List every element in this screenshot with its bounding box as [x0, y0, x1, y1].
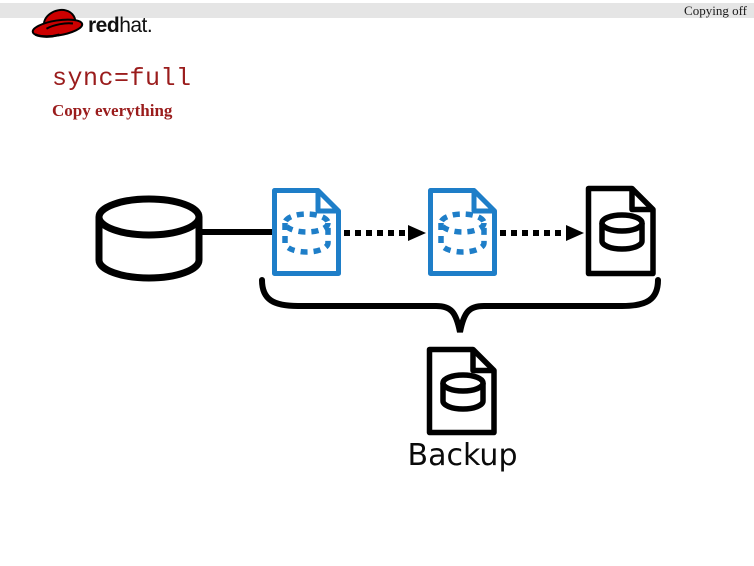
file-dashed-database-icon-1	[272, 188, 341, 276]
connector-line	[198, 229, 274, 235]
redhat-fedora-icon	[28, 5, 86, 39]
wordmark-red: red	[88, 14, 120, 37]
title-block: sync=full Copy everything	[52, 64, 192, 121]
dotted-arrow-1	[344, 225, 426, 241]
redhat-wordmark: redhat.	[88, 14, 153, 39]
backup-label: Backup	[407, 438, 518, 473]
slide-header-bar: Copying off	[0, 3, 754, 18]
backup-file-icon	[426, 346, 497, 436]
section-title: Copying off	[684, 3, 747, 18]
file-dashed-database-icon-2	[428, 188, 497, 276]
file-solid-database-icon	[585, 185, 656, 277]
wordmark-hat: hat.	[119, 14, 153, 37]
curly-brace	[259, 277, 661, 333]
slide-subtitle: Copy everything	[52, 101, 173, 120]
database-cylinder-icon	[95, 195, 203, 282]
slide-title: sync=full	[52, 64, 192, 93]
redhat-logo: redhat.	[28, 5, 153, 39]
dotted-arrow-2	[500, 225, 584, 241]
